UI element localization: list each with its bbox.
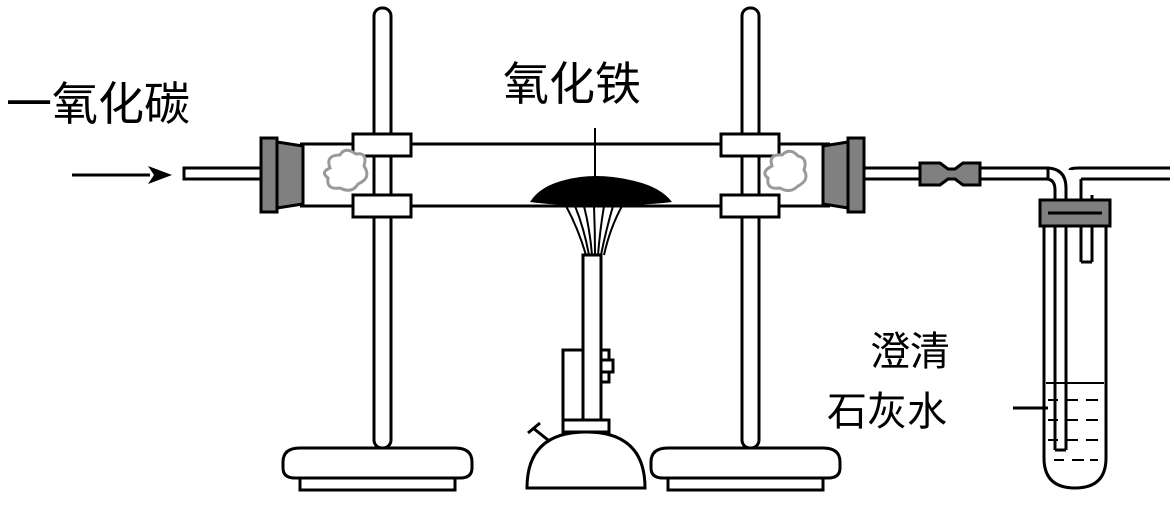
label-iron-oxide: 氧化铁 <box>503 57 641 111</box>
burner-flame <box>565 205 623 256</box>
alcohol-burner <box>525 253 647 490</box>
label-carbon-monoxide: 一氧化碳 <box>6 77 190 131</box>
left-cotton-wool <box>323 148 369 192</box>
right-rubber-stopper <box>821 136 866 214</box>
inlet-tube <box>182 166 268 181</box>
gas-inflow-arrow <box>72 166 172 184</box>
iron-oxide-sample <box>530 128 672 206</box>
left-rubber-stopper <box>259 136 305 214</box>
right-iron-stand <box>649 6 842 492</box>
test-tube-stopper <box>1038 198 1112 228</box>
bent-delivery-tube <box>1045 166 1170 452</box>
left-iron-stand <box>281 6 474 492</box>
left-clamp <box>351 132 413 219</box>
label-limewater-line2: 石灰水 <box>827 389 947 435</box>
right-clamp <box>719 132 781 219</box>
label-limewater-line1: 澄清 <box>870 329 950 375</box>
rubber-connector <box>918 161 982 187</box>
right-cotton-wool <box>763 149 808 193</box>
limewater-liquid <box>1046 382 1104 461</box>
test-tube <box>1042 200 1108 490</box>
